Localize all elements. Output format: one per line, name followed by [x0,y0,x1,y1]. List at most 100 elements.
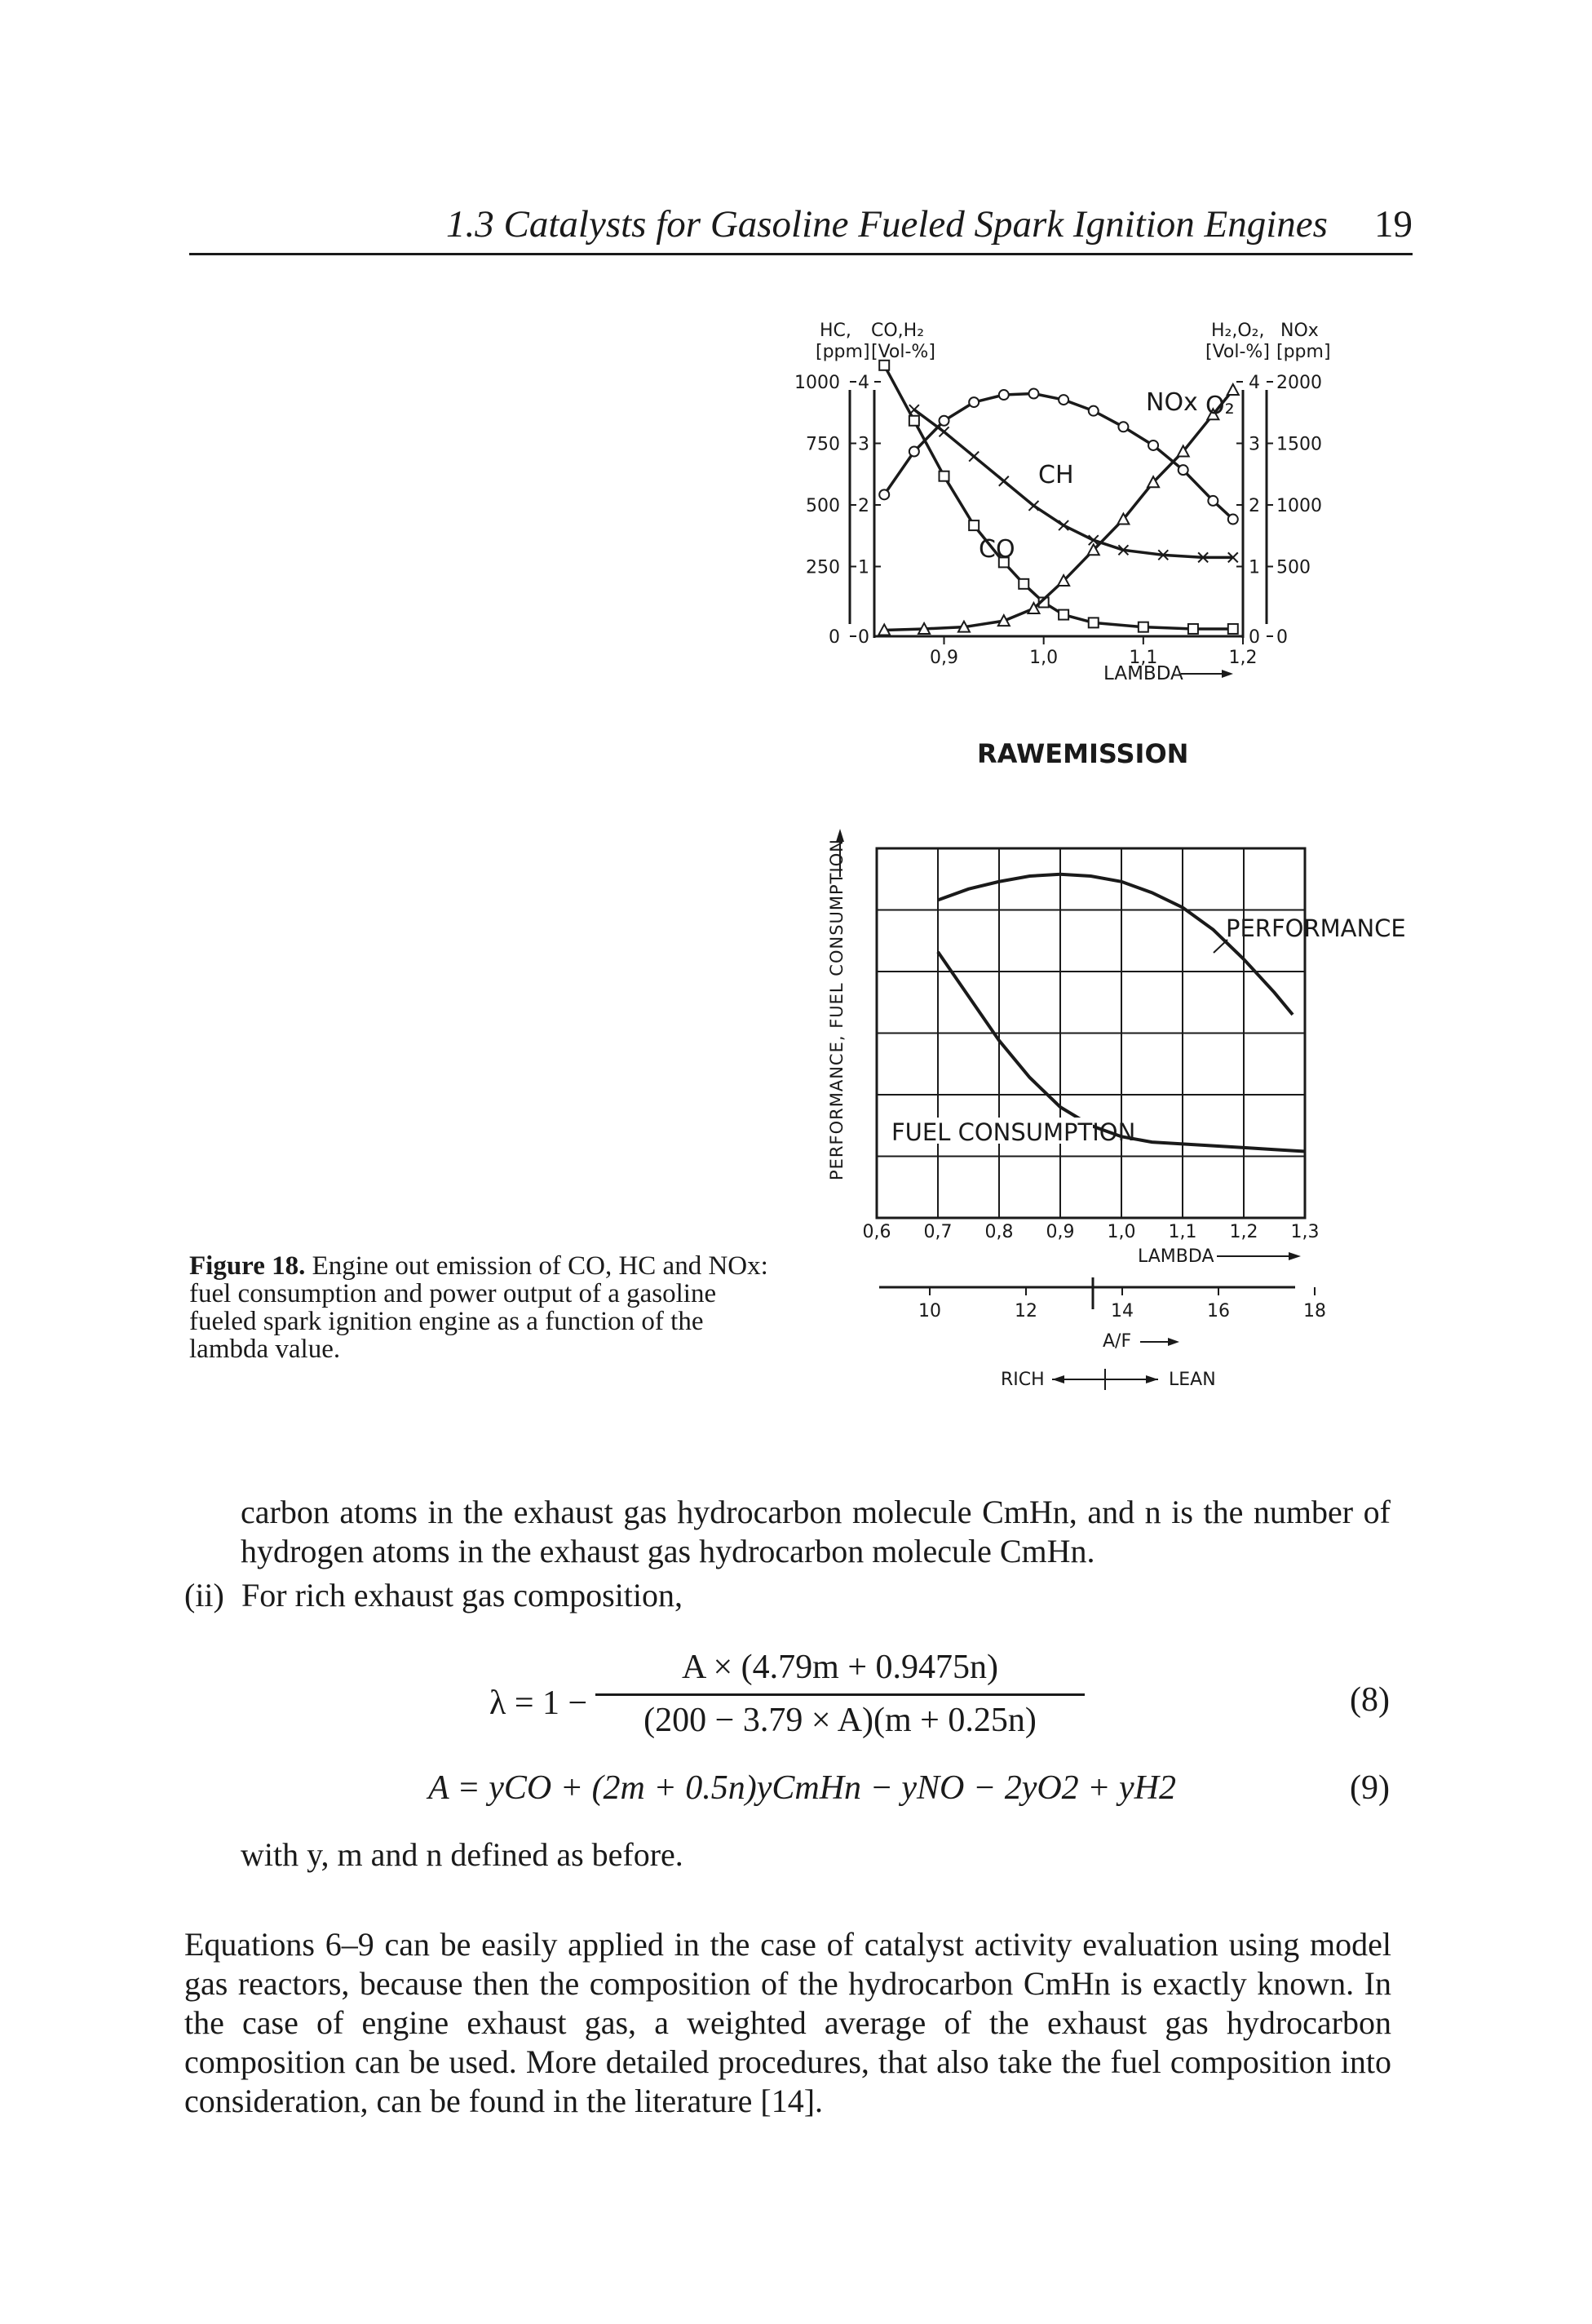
lower-lambda-tick-label: 0,7 [924,1222,953,1242]
marker-nox [1227,513,1239,525]
hc-axis-unit: [ppm] [816,342,870,362]
hc-tick-label: 0 [829,627,840,648]
rich-label: RICH [1001,1370,1045,1390]
label-performance: PERFORMANCE [1226,914,1406,942]
hc-tick-label: 1000 [794,373,840,393]
o2-tick-label: 1 [1249,558,1260,578]
marker-co [997,556,1010,569]
co-tick-label: 3 [858,435,869,455]
o2-tick-label: 0 [1249,627,1260,648]
marker-co [1018,578,1030,590]
series-line-performance [937,872,1294,1016]
marker-nox [1058,394,1070,406]
caption-label: Figure 18. [189,1251,306,1281]
marker-o2 [1146,475,1161,489]
af-tick-label: 16 [1207,1301,1230,1321]
equation-9: A = yCO + (2m + 0.5n)yCmHn − yNO − 2yO2 … [428,1769,1176,1807]
nox-tick-label: 1500 [1276,435,1322,455]
af-label: A/F [1103,1331,1131,1352]
paragraph-2: Equations 6–9 can be easily applied in t… [184,1926,1391,2119]
marker-co [908,414,920,427]
hc-tick-label: 250 [806,558,840,578]
marker-o2 [1026,600,1041,615]
nox-tick-label: 2000 [1276,373,1322,393]
marker-ch [909,404,920,415]
page-number: 19 [1374,203,1413,246]
o2-tick-label: 2 [1249,496,1260,516]
label-fuel-consumption: FUEL CONSUMPTION [891,1118,1135,1146]
eq8-numerator: A × (4.79m + 0.9475n) [681,1649,999,1686]
hc-axis-title: HC, [820,321,851,341]
caption-text: Engine out emission of CO, HC and NOx: f… [189,1251,768,1364]
chart-title-rawemission: RAWEMISSION [977,738,1188,769]
header-rule [189,253,1413,255]
marker-ch [1227,551,1239,564]
nox-tick-label: 0 [1276,627,1288,648]
figure-18: HC, [ppm] CO,H₂ [Vol-%] H₂,O₂, [Vol-%] N… [794,321,1406,1390]
marker-o2 [1226,382,1240,396]
af-tick-label: 18 [1303,1301,1326,1321]
nox-tick-label: 500 [1276,558,1311,578]
marker-nox [1117,421,1130,433]
marker-nox [1087,405,1099,417]
o2-tick-label: 4 [1249,373,1260,393]
marker-ch [998,476,1010,487]
hc-tick-label: 750 [806,435,840,455]
marker-ch [968,450,980,463]
co-tick-label: 4 [858,373,869,393]
lower-lambda-tick-label: 1,1 [1169,1222,1197,1242]
marker-o2 [1116,511,1131,525]
with-line: with y, m and n defined as before. [241,1836,683,1873]
lambda-tick-label: 1,1 [1129,648,1157,668]
running-title: 1.3 Catalysts for Gasoline Fueled Spark … [446,203,1328,246]
marker-o2 [877,622,891,636]
af-arrowhead [1168,1338,1179,1346]
eq8-fraction-bar [595,1693,1085,1696]
co-tick-label: 2 [858,496,869,516]
lambda-tick-label: 1,0 [1029,648,1058,668]
nox-axis-title: NOx [1280,321,1319,341]
label-nox: NOx [1146,388,1198,417]
lower-lambda-tick-label: 0,8 [985,1222,1014,1242]
o2-tick-label: 3 [1249,435,1260,455]
marker-o2 [917,621,931,635]
marker-o2 [997,613,1011,627]
af-tick-label: 14 [1111,1301,1134,1321]
marker-co [1227,622,1239,635]
marker-nox [1177,464,1189,476]
y-label-arrowhead [836,829,844,842]
marker-o2 [1176,444,1191,458]
marker-ch [938,426,950,438]
marker-nox [1148,439,1160,451]
marker-nox [878,489,891,501]
marker-nox [968,396,980,409]
lower-lambda-tick-label: 1,3 [1291,1222,1320,1242]
marker-co [968,520,980,532]
co-tick-label: 0 [858,627,869,648]
hc-tick-label: 500 [806,496,840,516]
marker-co [1187,622,1199,635]
co-axis-unit: [Vol-%] [871,342,935,362]
lower-lambda-label: LAMBDA [1138,1246,1214,1267]
marker-o2 [957,619,971,633]
eq8-lhs: λ = 1 − [489,1684,588,1722]
performance-leader [1213,939,1228,954]
marker-co [1137,621,1149,633]
marker-ch [1197,551,1209,564]
lower-y-label: PERFORMANCE, FUEL CONSUMPTION [827,839,847,1180]
eq8-fraction: A × (4.79m + 0.9475n) (200 − 3.79 × A)(m… [595,1648,1085,1740]
lambda-tick-label: 0,9 [930,648,958,668]
fuel-label-bg [889,1118,1093,1144]
marker-ch [1028,500,1040,511]
marker-o2 [1086,542,1101,556]
marker-ch [1088,534,1099,546]
marker-co [1087,617,1099,629]
lean-label: LEAN [1169,1370,1216,1390]
lower-lambda-tick-label: 1,2 [1230,1222,1258,1242]
lower-lambda-tick-label: 0,6 [863,1222,891,1242]
af-tick-label: 12 [1015,1301,1037,1321]
series-line-fuel-consumption [936,950,1306,1153]
co-axis-title: CO,H₂ [871,321,924,341]
eq8-denominator: (200 − 3.79 × A)(m + 0.25n) [643,1702,1037,1739]
marker-nox [1028,387,1040,400]
